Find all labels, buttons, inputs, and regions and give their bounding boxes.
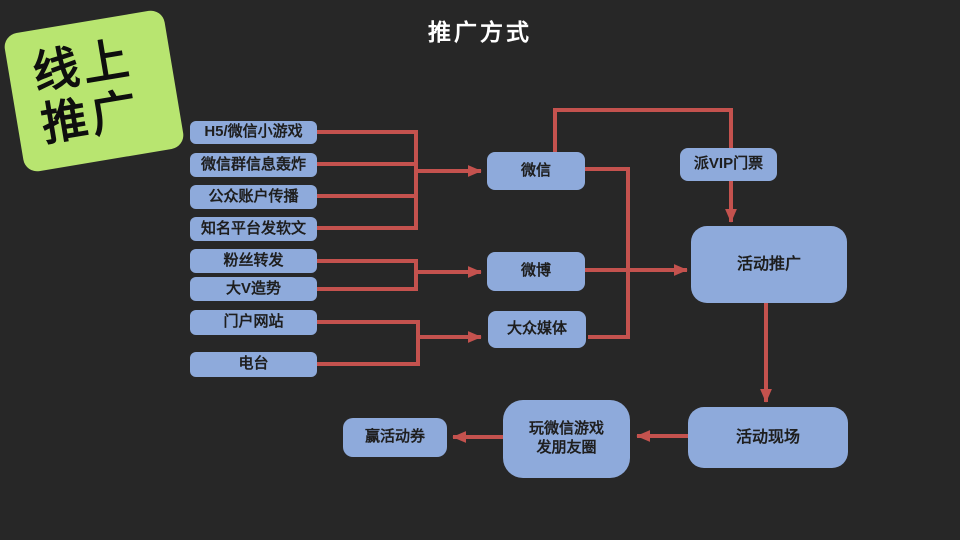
node-play-wechat-game-share: 玩微信游戏 发朋友圈: [503, 400, 630, 478]
node-wechat: 微信: [487, 152, 585, 190]
online-promotion-badge: 线上 推广: [2, 8, 186, 174]
node-weibo: 微博: [487, 252, 585, 291]
node-official-account-spread: 公众账户传播: [190, 185, 317, 209]
node-radio: 电台: [190, 352, 317, 377]
edge-weixin-dazhong: [584, 167, 630, 339]
node-mass-media: 大众媒体: [488, 311, 586, 348]
node-vip-tickets: 派VIP门票: [680, 148, 777, 181]
node-portal-website: 门户网站: [190, 310, 317, 335]
node-big-v-hype: 大V造势: [190, 277, 317, 301]
node-event-promotion: 活动推广: [691, 226, 847, 303]
node-wechat-group-blast: 微信群信息轰炸: [190, 153, 317, 177]
node-h5-wechat-minigame: H5/微信小游戏: [190, 121, 317, 144]
node-event-site: 活动现场: [688, 407, 848, 468]
node-win-coupon: 赢活动券: [343, 418, 447, 457]
node-fan-repost: 粉丝转发: [190, 249, 317, 273]
node-platform-soft-article: 知名平台发软文: [190, 217, 317, 241]
edge-weixin-vip: [553, 108, 733, 155]
page-title: 推广方式: [428, 19, 532, 45]
